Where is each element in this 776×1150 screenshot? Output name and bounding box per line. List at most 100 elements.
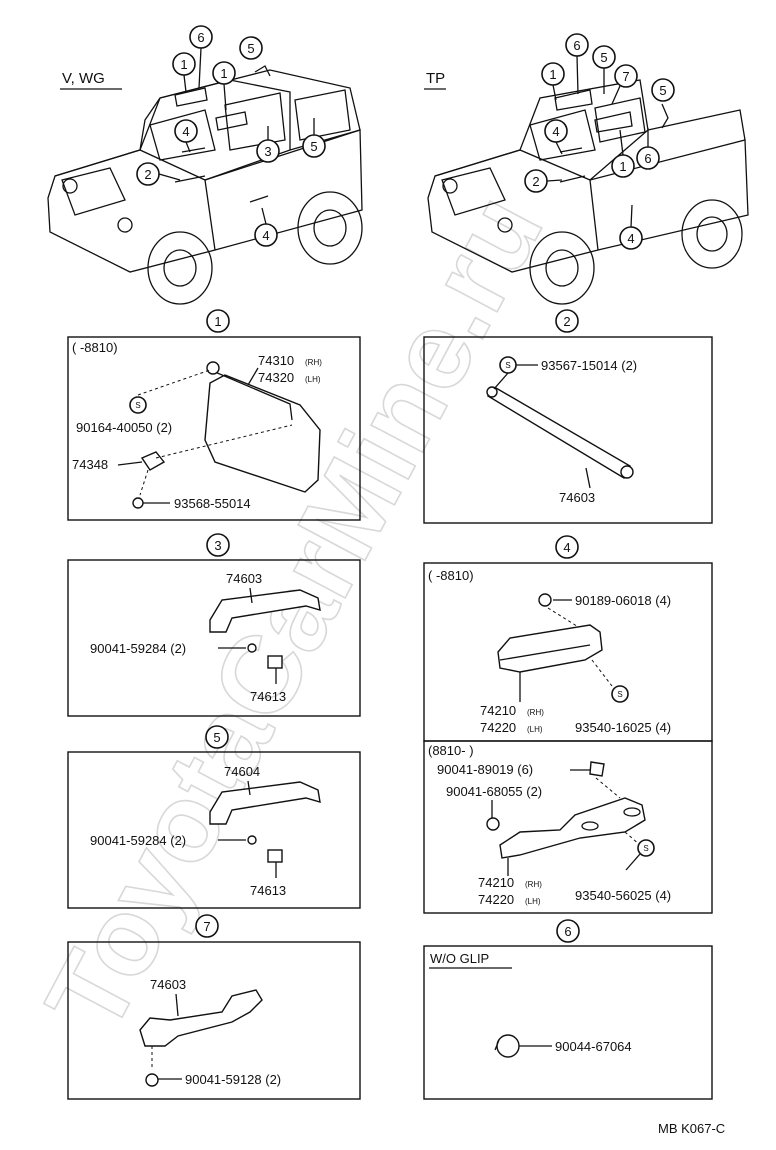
part-90044-67064: 90044-67064 bbox=[555, 1039, 632, 1054]
svg-text:1: 1 bbox=[619, 159, 626, 174]
callout-6: 6 bbox=[636, 128, 660, 170]
assist-grip-new bbox=[499, 797, 646, 859]
callout-5: 5 bbox=[302, 118, 326, 158]
cap-icon bbox=[267, 849, 283, 863]
part-74603: 74603 bbox=[226, 571, 262, 586]
svg-text:(RH): (RH) bbox=[527, 708, 544, 717]
svg-text:S: S bbox=[617, 690, 622, 699]
screw-icon bbox=[486, 817, 500, 831]
svg-text:2: 2 bbox=[144, 167, 151, 182]
panel-ref-2: 2 bbox=[555, 309, 579, 333]
part-74604: 74604 bbox=[224, 764, 260, 779]
part-90189-06018: 90189-06018 (4) bbox=[575, 593, 671, 608]
svg-text:S: S bbox=[135, 401, 140, 410]
screw-icon bbox=[538, 593, 552, 607]
grip-handle bbox=[209, 781, 321, 825]
svg-text:4: 4 bbox=[552, 124, 559, 139]
callout-2: 2 bbox=[136, 162, 181, 186]
grip-handle bbox=[209, 589, 321, 633]
clip-icon bbox=[589, 761, 605, 777]
panel-7: 7 74603 90041-59128 (2) bbox=[67, 914, 361, 1100]
svg-text:7: 7 bbox=[622, 69, 629, 84]
svg-text:6: 6 bbox=[564, 924, 571, 939]
sun-visor bbox=[204, 374, 321, 493]
part-74603: 74603 bbox=[559, 490, 595, 505]
callout-5: 5 bbox=[651, 78, 675, 102]
svg-text:2: 2 bbox=[532, 174, 539, 189]
svg-text:1: 1 bbox=[214, 314, 221, 329]
svg-text:5: 5 bbox=[213, 730, 220, 745]
svg-text:3: 3 bbox=[264, 144, 271, 159]
svg-text:(RH): (RH) bbox=[305, 358, 322, 367]
callout-3: 3 bbox=[256, 126, 280, 163]
range-label: ( -8810) bbox=[428, 568, 474, 583]
svg-text:1: 1 bbox=[180, 57, 187, 72]
s-mark: S bbox=[499, 356, 517, 374]
range-label: (8810- ) bbox=[428, 743, 474, 758]
part-90041-59128: 90041-59128 (2) bbox=[185, 1072, 281, 1087]
svg-text:4: 4 bbox=[627, 231, 634, 246]
part-93540-16025: 93540-16025 (4) bbox=[575, 720, 671, 735]
part-74613: 74613 bbox=[250, 883, 286, 898]
overview-right: TP 6 5 7 1 5 4 2 1 6 bbox=[424, 33, 749, 305]
visor-hinge bbox=[206, 361, 220, 375]
part-74613: 74613 bbox=[250, 689, 286, 704]
part-93540-56025: 93540-56025 (4) bbox=[575, 888, 671, 903]
grip-bar bbox=[139, 989, 263, 1047]
svg-text:1: 1 bbox=[549, 67, 556, 82]
screw-icon bbox=[247, 835, 257, 845]
svg-text:5: 5 bbox=[600, 50, 607, 65]
panel-3: 3 74603 90041-59284 (2) 74613 bbox=[67, 533, 361, 717]
range-label: ( -8810) bbox=[72, 340, 118, 355]
panel-1: 1 ( -8810) 74310 (RH) 74320 (LH) S 90164… bbox=[67, 309, 361, 521]
svg-text:S: S bbox=[643, 844, 648, 853]
callout-1: 1 bbox=[541, 62, 565, 101]
overview-right-label: TP bbox=[426, 70, 445, 87]
part-90041-89019: 90041-89019 (6) bbox=[437, 762, 533, 777]
part-90041-68055: 90041-68055 (2) bbox=[446, 784, 542, 799]
callout-6: 6 bbox=[189, 25, 213, 89]
callout-4: 4 bbox=[174, 119, 198, 153]
svg-text:3: 3 bbox=[214, 538, 221, 553]
callout-1: 1 bbox=[212, 61, 236, 111]
overview-left: V, WG 6 5 1 bbox=[47, 25, 363, 305]
callout-1: 1 bbox=[172, 52, 196, 93]
s-mark: S bbox=[129, 396, 147, 414]
s-mark: S bbox=[637, 839, 655, 857]
callout-5: 5 bbox=[592, 45, 616, 94]
part-74220: 74220 bbox=[480, 720, 516, 735]
callout-4: 4 bbox=[619, 204, 643, 250]
clip-icon bbox=[145, 1073, 159, 1087]
callout-4: 4 bbox=[254, 207, 278, 247]
callout-5: 5 bbox=[239, 36, 263, 60]
svg-text:2: 2 bbox=[563, 314, 570, 329]
condition-label: W/O GLIP bbox=[430, 951, 489, 966]
panel-ref-7: 7 bbox=[195, 914, 219, 938]
s-mark: S bbox=[611, 685, 629, 703]
part-90164-40050: 90164-40050 (2) bbox=[76, 420, 172, 435]
part-74603: 74603 bbox=[150, 977, 186, 992]
part-90041-59284: 90041-59284 (2) bbox=[90, 833, 186, 848]
part-74210: 74210 bbox=[480, 703, 516, 718]
svg-text:(LH): (LH) bbox=[527, 725, 543, 734]
part-74210: 74210 bbox=[478, 875, 514, 890]
bolt-icon bbox=[132, 497, 144, 509]
svg-text:1: 1 bbox=[220, 66, 227, 81]
svg-text:6: 6 bbox=[197, 30, 204, 45]
panel-6: 6 W/O GLIP 90044-67064 bbox=[423, 919, 713, 1100]
part-90041-59284: 90041-59284 (2) bbox=[90, 641, 186, 656]
callout-1: 1 bbox=[611, 129, 635, 178]
svg-text:6: 6 bbox=[644, 151, 651, 166]
callout-7: 7 bbox=[611, 64, 638, 105]
vehicle-left-illustration bbox=[47, 65, 363, 305]
overview-left-label: V, WG bbox=[62, 70, 105, 87]
plug-icon bbox=[496, 1034, 520, 1058]
svg-text:4: 4 bbox=[262, 228, 269, 243]
svg-text:S: S bbox=[505, 361, 510, 370]
screw-icon bbox=[247, 643, 257, 653]
svg-text:5: 5 bbox=[310, 139, 317, 154]
panel-4b: (8810- ) 90041-89019 (6) 90041-68055 (2)… bbox=[423, 740, 713, 914]
part-74348: 74348 bbox=[72, 457, 108, 472]
svg-text:(RH): (RH) bbox=[525, 880, 542, 889]
part-93567-15014: 93567-15014 (2) bbox=[541, 358, 637, 373]
